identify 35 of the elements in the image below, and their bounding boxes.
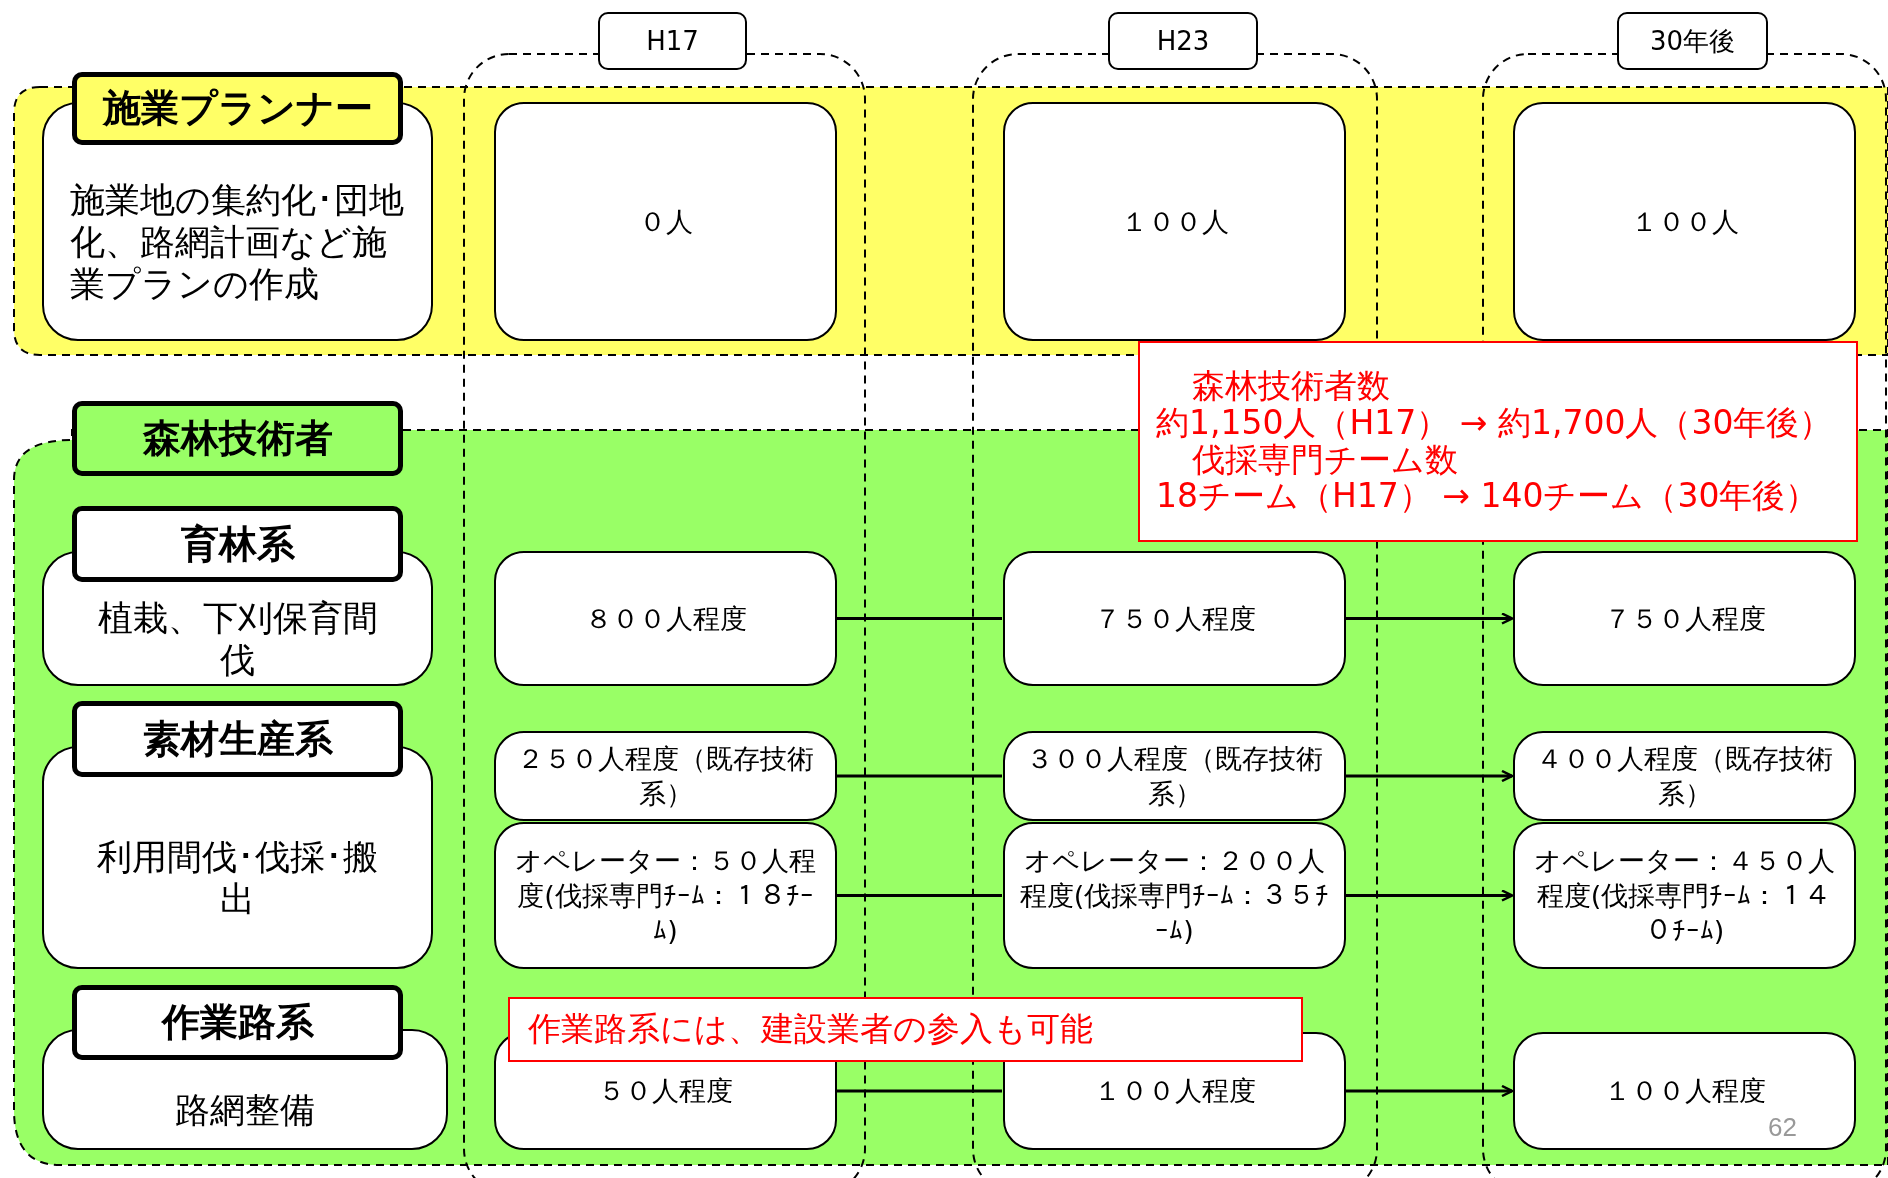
column-header: H17 — [598, 12, 747, 70]
connector-line — [837, 1089, 1002, 1093]
column-header: H23 — [1108, 12, 1258, 70]
category-header: 作業路系 — [72, 985, 403, 1060]
count-box: オペレーター：２００人程度(伐採専門ﾁｰﾑ：３５ﾁｰﾑ) — [1003, 822, 1346, 969]
connector-line — [837, 894, 1002, 897]
connector-line — [837, 774, 1002, 778]
summary-text: 約1,150人（H17） → 約1,700人（30年後） — [1156, 404, 1833, 442]
category-header: 育林系 — [72, 506, 403, 582]
arrow — [1346, 889, 1514, 902]
category-header: 森林技術者 — [72, 401, 403, 476]
arrow — [1346, 612, 1514, 625]
count-box: ４００人程度（既存技術系） — [1513, 731, 1856, 821]
column-header: 30年後 — [1617, 12, 1768, 70]
summary-box — [1138, 341, 1858, 542]
count-box: オペレーター：４５０人程度(伐採専門ﾁｰﾑ：１４０ﾁｰﾑ) — [1513, 822, 1856, 969]
category-header: 素材生産系 — [72, 701, 403, 777]
page-number: 62 — [1768, 1112, 1797, 1143]
category-header: 施業プランナー — [72, 72, 403, 145]
count-box: ８００人程度 — [494, 551, 837, 686]
arrow — [1346, 769, 1514, 783]
summary-heading: 伐採専門チーム数 — [1191, 441, 1458, 479]
count-box: ０人 — [494, 102, 837, 341]
count-box: ３００人程度（既存技術系） — [1003, 731, 1346, 821]
count-box: １００人 — [1513, 102, 1856, 341]
count-box: ２５０人程度（既存技術系） — [494, 731, 837, 821]
count-box: １００人 — [1003, 102, 1346, 341]
count-box: オペレーター：５０人程度(伐採専門ﾁｰﾑ：１８ﾁｰﾑ) — [494, 822, 837, 969]
summary-text: 18チーム（H17） → 140チーム（30年後） — [1156, 478, 1819, 516]
note-box: 作業路系には、建設業者の参入も可能 — [508, 997, 1303, 1062]
summary-heading: 森林技術者数 — [1191, 367, 1390, 405]
count-box: ７５０人程度 — [1003, 551, 1346, 686]
arrow — [1346, 1084, 1514, 1098]
connector-line — [837, 617, 1002, 620]
count-box: ７５０人程度 — [1513, 551, 1856, 686]
